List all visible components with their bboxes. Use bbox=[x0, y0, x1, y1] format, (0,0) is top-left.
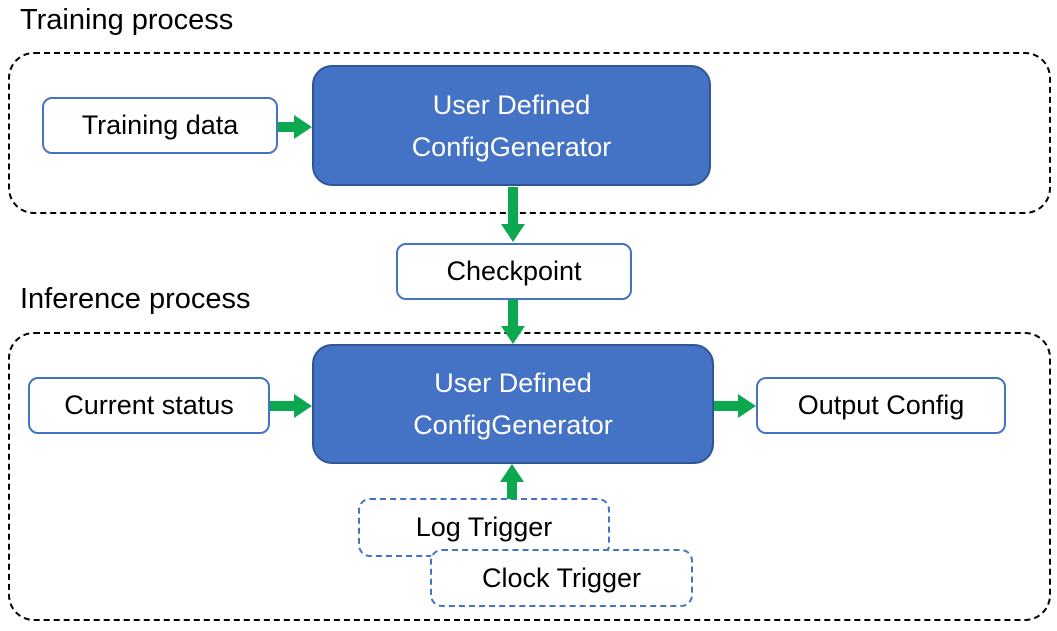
arrow-shaft bbox=[507, 187, 518, 224]
training-config-generator-line2: ConfigGenerator bbox=[411, 131, 612, 162]
checkpoint-box: Checkpoint bbox=[396, 243, 632, 300]
training-config-generator-line1: User Defined bbox=[432, 89, 591, 120]
training-config-generator-box: User Defined ConfigGenerator bbox=[312, 65, 711, 186]
inference-config-generator-line2: ConfigGenerator bbox=[413, 410, 613, 440]
arrow-head bbox=[294, 114, 312, 139]
arrow-shaft bbox=[270, 400, 294, 411]
current-status-box: Current status bbox=[28, 377, 270, 434]
arrow-head bbox=[738, 393, 756, 418]
log-trigger-box: Log Trigger bbox=[358, 498, 610, 557]
arrow-head bbox=[294, 393, 312, 418]
arrow-shaft bbox=[507, 300, 518, 326]
arrow-shaft bbox=[714, 400, 738, 411]
inference-process-title: Inference process bbox=[20, 283, 251, 315]
training-process-container bbox=[8, 52, 1051, 214]
arrow-head bbox=[499, 464, 524, 482]
arrow-current-status-to-generator-icon bbox=[270, 393, 312, 418]
arrow-shaft bbox=[278, 121, 294, 132]
inference-process-container bbox=[8, 332, 1051, 621]
training-process-title: Training process bbox=[20, 4, 234, 36]
arrow-shaft bbox=[506, 482, 517, 499]
arrow-generator-to-checkpoint-icon bbox=[500, 187, 525, 242]
inference-config-generator-box: User Defined ConfigGenerator bbox=[312, 344, 714, 464]
arrow-checkpoint-to-generator-icon bbox=[500, 300, 525, 344]
arrow-head bbox=[500, 326, 525, 344]
clock-trigger-box: Clock Trigger bbox=[430, 549, 693, 607]
output-config-box: Output Config bbox=[756, 377, 1006, 434]
arrow-generator-to-output-icon bbox=[714, 393, 756, 418]
training-data-box: Training data bbox=[42, 97, 278, 154]
inference-config-generator-line1: User Defined bbox=[434, 368, 592, 398]
arrow-training-data-to-generator-icon bbox=[278, 114, 312, 139]
arrow-triggers-to-generator-icon bbox=[499, 464, 524, 499]
arrow-head bbox=[500, 224, 525, 242]
